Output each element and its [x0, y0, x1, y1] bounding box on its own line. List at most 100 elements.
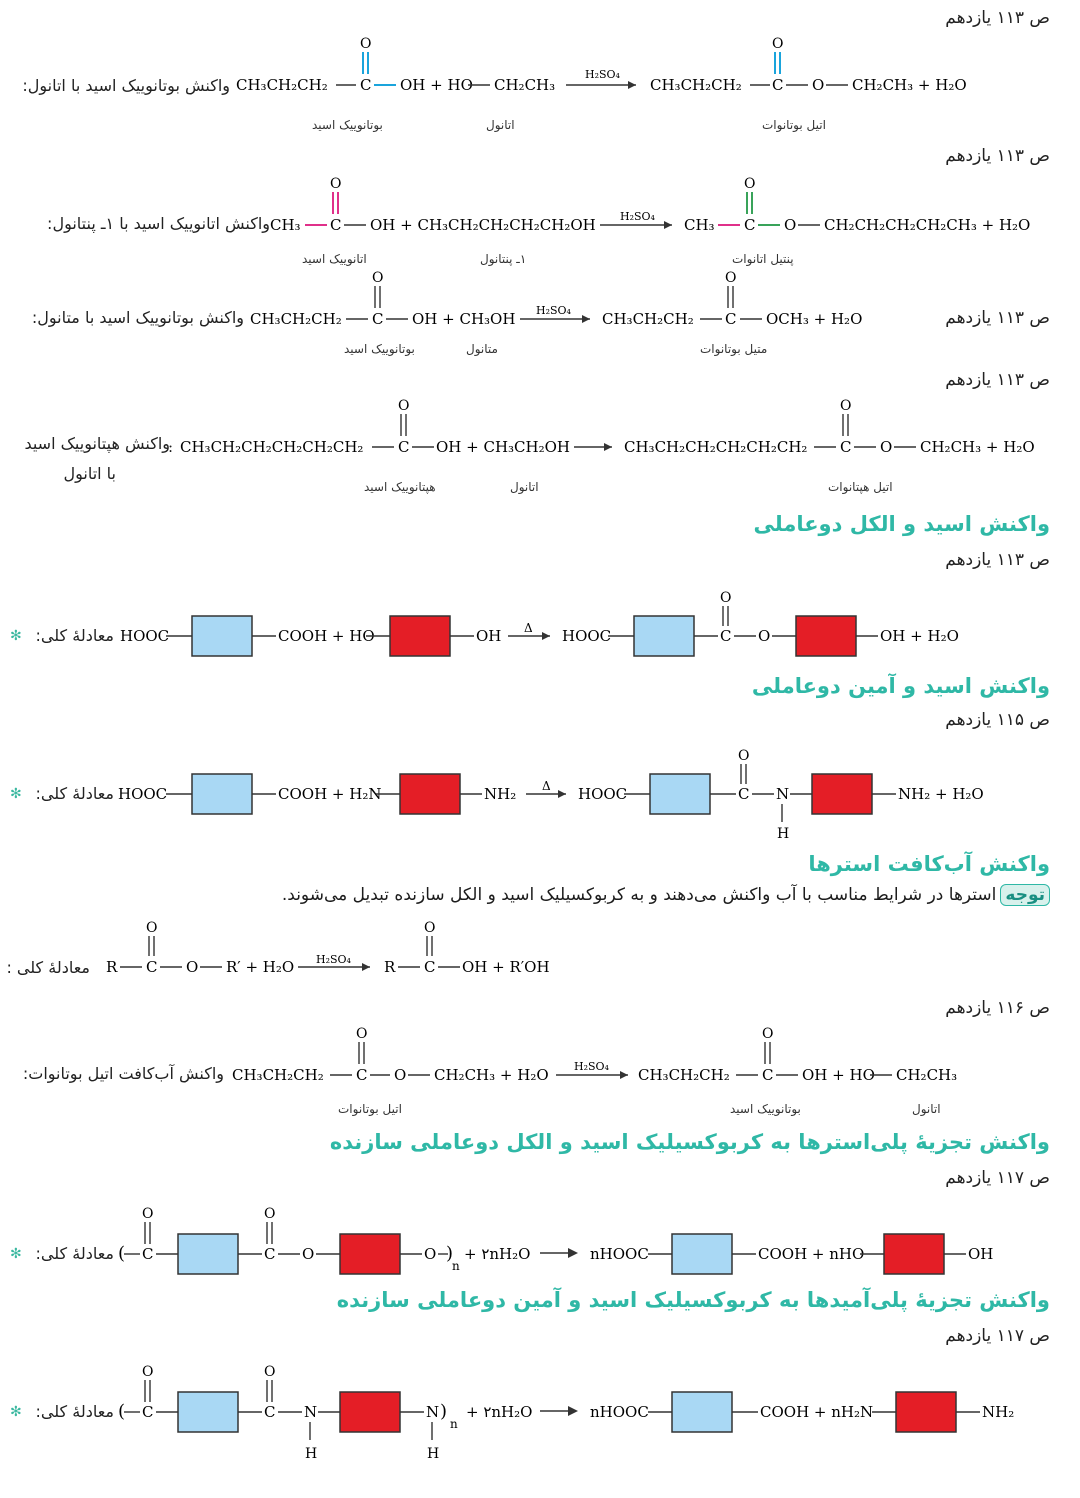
svg-text:nHOOC: nHOOC	[590, 1403, 649, 1421]
svg-text:H: H	[777, 826, 789, 842]
svg-text:NH₂: NH₂	[982, 1403, 1014, 1421]
star-icon: ✻	[10, 1246, 22, 1262]
reaction-4: CH₃CH₂CH₂CH₂CH₂CH₂ C O OH + CH₃CH₂OH CH₃…	[180, 398, 1035, 456]
svg-text:C: C	[725, 310, 736, 328]
reaction-label: معادلهٔ کلی:	[35, 784, 114, 803]
svg-text:O: O	[186, 958, 198, 976]
reaction-label: معادلهٔ کلی:	[35, 626, 114, 645]
reaction-2: CH₃ C O OH + CH₃CH₂CH₂CH₂CH₂OH H₂SO₄ CH₃…	[270, 176, 1030, 234]
svg-text:CH₂CH₃ + H₂O: CH₂CH₃ + H₂O	[920, 438, 1035, 456]
molecule-name: ۱ـ پنتانول	[480, 252, 527, 266]
svg-text:COOH + nH₂N: COOH + nH₂N	[760, 1403, 873, 1421]
reaction-label: واکنش بوتانوییک اسید با اتانول:	[22, 76, 230, 95]
svg-text:O: O	[146, 920, 157, 936]
reaction-6: HOOC COOH + H₂N NH₂ Δ HOOC C O N H NH₂ +…	[118, 748, 984, 842]
svg-text:CH₂CH₃: CH₂CH₃	[494, 76, 555, 94]
molecule-name: بوتانوییک اسید	[312, 118, 383, 132]
svg-text:C: C	[738, 785, 749, 803]
svg-text:C: C	[264, 1245, 275, 1263]
svg-text:C: C	[142, 1403, 153, 1421]
molecule-name: پنتیل اتانوات	[732, 252, 794, 266]
svg-text:C: C	[360, 76, 371, 94]
svg-text:n: n	[450, 1417, 458, 1431]
page-ref: ص ۱۱۵ یازدهم	[945, 710, 1050, 730]
svg-text:+ ۲nH₂O: + ۲nH₂O	[464, 1245, 530, 1263]
svg-text:CH₃CH₂CH₂: CH₃CH₂CH₂	[232, 1066, 324, 1084]
svg-text:O: O	[142, 1206, 153, 1222]
svg-text:C: C	[840, 438, 851, 456]
svg-text:C: C	[142, 1245, 153, 1263]
svg-text:O: O	[372, 270, 383, 286]
page-ref: ص ۱۱۷ یازدهم	[945, 1326, 1050, 1346]
page-ref: ص ۱۱۳ یازدهم	[945, 370, 1050, 390]
colon: :	[168, 438, 174, 456]
svg-text:C: C	[720, 627, 731, 645]
svg-text:H: H	[427, 1446, 439, 1462]
svg-text:OH: OH	[968, 1245, 993, 1263]
svg-text:C: C	[330, 216, 341, 234]
svg-text:O: O	[142, 1364, 153, 1380]
svg-text:CH₃CH₂CH₂CH₂CH₂CH₂: CH₃CH₂CH₂CH₂CH₂CH₂	[180, 438, 363, 456]
svg-text:CH₃CH₂CH₂: CH₃CH₂CH₂	[638, 1066, 730, 1084]
svg-text:CH₃CH₂CH₂: CH₃CH₂CH₂	[602, 310, 694, 328]
svg-text:(: (	[118, 1401, 125, 1422]
page-ref: ص ۱۱۷ یازدهم	[945, 1168, 1050, 1188]
reaction-label: معادلهٔ کلی:	[35, 1244, 114, 1263]
section-title: واکنش اسید و آمین دوعاملی	[751, 674, 1050, 698]
svg-text:): )	[446, 1243, 453, 1264]
svg-text:O: O	[398, 398, 409, 414]
molecule-name: اتیل هپتانوات	[828, 480, 893, 494]
svg-text:OCH₃ + H₂O: OCH₃ + H₂O	[766, 310, 862, 328]
svg-text:C: C	[372, 310, 383, 328]
svg-text:NH₂: NH₂	[484, 785, 516, 803]
reaction-label: واکنش هپتانوییک اسید	[24, 434, 170, 453]
svg-text:C: C	[762, 1066, 773, 1084]
svg-text:CH₂CH₃ + H₂O: CH₂CH₃ + H₂O	[434, 1066, 549, 1084]
svg-text:H₂SO₄: H₂SO₄	[316, 953, 352, 966]
page-ref: ص ۱۱۳ یازدهم	[945, 8, 1050, 28]
note-tag: توجه	[1000, 884, 1050, 906]
svg-text:O: O	[725, 270, 736, 286]
note: توجهاسترها در شرایط مناسب با آب واکنش می…	[282, 884, 1050, 906]
reaction-label: واکنش اتانوییک اسید با ۱ـ پنتانول:	[47, 214, 270, 233]
molecule-name: متانول	[466, 342, 498, 356]
svg-text:CH₃CH₂CH₂: CH₃CH₂CH₂	[650, 76, 742, 94]
section-title: واکنش اسید و الکل دوعاملی	[753, 512, 1051, 536]
svg-text:C: C	[398, 438, 409, 456]
svg-text:+ ۲nH₂O: + ۲nH₂O	[466, 1403, 532, 1421]
molecule-name: اتانوییک اسید	[302, 252, 367, 266]
svg-text:O: O	[772, 36, 783, 52]
svg-text:Δ: Δ	[524, 621, 533, 635]
svg-text:CH₃: CH₃	[270, 216, 301, 234]
svg-text:nHOOC: nHOOC	[590, 1245, 649, 1263]
svg-text:H₂SO₄: H₂SO₄	[536, 304, 572, 317]
reaction-7: R C O O R′ + H₂O H₂SO₄ R C O OH + R′OH	[106, 920, 550, 976]
svg-text:O: O	[880, 438, 892, 456]
svg-text:O: O	[302, 1245, 314, 1263]
reaction-5: HOOC COOH + HO OH Δ HOOC C O O OH + H₂O	[120, 590, 959, 657]
page-ref: ص ۱۱۳ یازدهم	[945, 308, 1050, 328]
svg-text:CH₃: CH₃	[684, 216, 715, 234]
svg-text:R: R	[384, 958, 396, 976]
reaction-10: ( C O C O N H N ) n H + ۲nH₂O nHOOC COOH…	[118, 1364, 1014, 1462]
molecule-name: اتیل بوتانوات	[762, 118, 826, 132]
molecule-name: اتانول	[510, 480, 539, 494]
page-ref: ص ۱۱۶ یازدهم	[945, 998, 1050, 1018]
svg-text:HOOC: HOOC	[562, 627, 611, 645]
reaction-label: واکنش بوتانوییک اسید با متانول:	[31, 308, 244, 327]
svg-text:OH + HO: OH + HO	[802, 1066, 875, 1084]
svg-text:CH₂CH₃ + H₂O: CH₂CH₃ + H₂O	[852, 76, 967, 94]
svg-text:Δ: Δ	[542, 779, 551, 793]
reaction-3: CH₃CH₂CH₂ C O OH + CH₃OH H₂SO₄ CH₃CH₂CH₂…	[250, 270, 862, 328]
svg-text:H₂SO₄: H₂SO₄	[574, 1060, 610, 1073]
reaction-label: معادلهٔ کلی :	[6, 958, 90, 977]
star-icon: ✻	[10, 628, 22, 644]
svg-text:C: C	[356, 1066, 367, 1084]
svg-text:HOOC: HOOC	[120, 627, 169, 645]
svg-text:O: O	[812, 76, 824, 94]
svg-text:O: O	[330, 176, 341, 192]
svg-text:O: O	[264, 1364, 275, 1380]
svg-text:CH₂CH₂CH₂CH₂CH₃ + H₂O: CH₂CH₂CH₂CH₂CH₃ + H₂O	[824, 216, 1030, 234]
molecule-name: متیل بوتانوات	[700, 342, 768, 356]
reaction-label: واکنش آب‌کافت اتیل بوتانوات:	[22, 1064, 224, 1083]
